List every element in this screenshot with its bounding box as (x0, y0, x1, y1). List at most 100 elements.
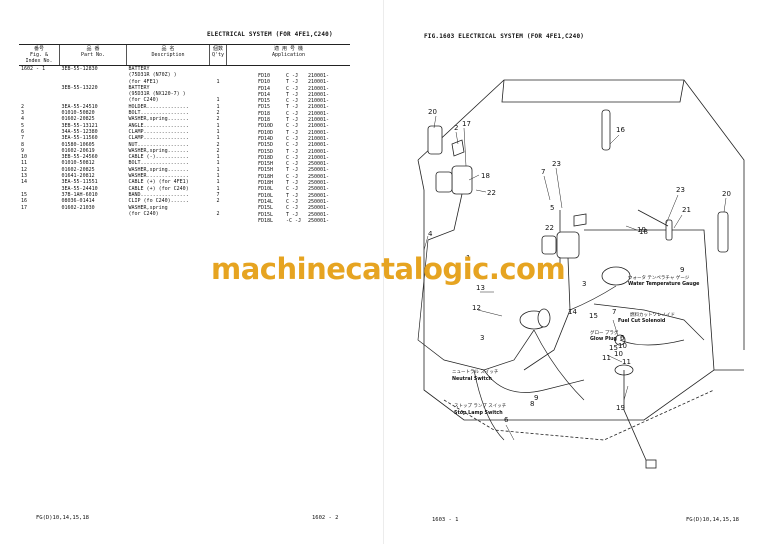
application-cell: -C -J (286, 217, 302, 224)
application-cell: T -J (286, 117, 299, 124)
application-cell: 250001- (308, 180, 330, 187)
cell-part: 01602-21030 (61, 204, 95, 211)
cell-qty (210, 66, 227, 73)
stop-lamp-switch-label-jp: ストップ ランプ スイッチ (454, 403, 507, 409)
application-cell: 250001- (308, 217, 330, 224)
callout-number: 23 (676, 186, 685, 194)
cell-part: 01602-20619 (61, 147, 95, 154)
page-spine (383, 0, 384, 544)
cell-desc: WASHER,spring....... (128, 166, 189, 173)
cell-index: 12 (21, 166, 28, 173)
application-cell: 210001- (308, 142, 330, 149)
cell-desc: NUT................. (128, 141, 189, 148)
application-cell: T -J (286, 79, 299, 86)
fuel-cut-solenoid-label: Fuel Cut Solenoid (618, 318, 666, 324)
cell-part: 3EB-55-12830 (61, 66, 98, 72)
cell-qty: 7 (216, 191, 220, 198)
cell-index: 13 (21, 173, 28, 180)
callout-number: 5 (550, 204, 554, 212)
application-cell: FD15L (258, 211, 274, 218)
application-cell: C -J (286, 85, 299, 92)
cell-desc: BATTERY (128, 66, 150, 72)
callout-number: 7 (612, 308, 616, 316)
application-cell: FD14 (258, 91, 271, 98)
application-cell: 210001- (308, 129, 330, 136)
application-cell: C -J (286, 186, 299, 193)
cell-index: 4 (21, 116, 25, 123)
application-cell: 250001- (308, 167, 330, 174)
application-cell: 250001- (308, 186, 330, 193)
watermark-text: machinecatalogic.com (211, 252, 566, 286)
application-cell: C -J (286, 110, 299, 117)
cell-index: 10 (21, 154, 28, 161)
cell-index: 2 (21, 103, 25, 110)
callout-number: 23 (552, 160, 561, 168)
application-cell: FD14D (258, 135, 274, 142)
callout-number: 10 (618, 342, 627, 350)
right-footer-code: FG(D)10,14,15,18 (686, 517, 739, 523)
cell-qty: 2 (216, 198, 220, 205)
callout-number: 7 (541, 168, 545, 176)
cell-desc: CABLE (+) (for C240) (128, 185, 189, 192)
table-row: (95D31R (NX120-7) ) (19, 91, 350, 97)
application-cell: 250001- (308, 161, 330, 168)
application-cell: FD10L (258, 186, 274, 193)
left-page-header: ELECTRICAL SYSTEM (FOR 4FE1,C240) (207, 31, 333, 38)
callout-number: 15 (609, 344, 618, 352)
cell-qty: 2 (216, 147, 220, 154)
application-cell: T -J (286, 129, 299, 136)
cell-part: 08036-01414 (61, 198, 95, 205)
callout-number: 13 (476, 284, 485, 292)
application-cell: 210001- (308, 73, 330, 79)
cell-part: 3EB-55-13220 (61, 84, 98, 91)
neutral-switch-label-jp: ニュートラル スイッチ (452, 369, 499, 375)
callout-number: 6 (620, 334, 625, 342)
application-cell: T -J (286, 180, 299, 187)
cell-desc: ANGLE............... (128, 122, 189, 129)
application-cell: 210001- (308, 154, 330, 161)
cell-qty: 1 (216, 135, 220, 142)
cell-desc: CABLE (-)........... (128, 154, 189, 161)
cell-desc: WASHER,spring....... (128, 147, 189, 154)
application-cell: FD18 (258, 117, 271, 124)
fuel-cut-solenoid-label-jp: 燃料カットソレノイド (630, 311, 675, 318)
cell-part: 3EA-55-24410 (61, 185, 98, 192)
left-lamp-group (427, 125, 473, 241)
callout-number: 20 (722, 190, 731, 198)
cell-qty: 1 (216, 185, 220, 192)
application-cell: T -J (286, 192, 299, 199)
callout-number: 2 (454, 124, 458, 132)
cell-qty: 1 (216, 103, 220, 110)
cell-part: 01602-20825 (61, 166, 95, 173)
application-cell: FD14 (258, 85, 271, 92)
neutral-switch-label: Neutral Switch (452, 376, 493, 382)
cell-qty: 1 (216, 179, 220, 186)
application-cell: FD14L (258, 198, 274, 205)
cell-qty: 2 (216, 116, 220, 123)
application-cell: 210001- (308, 148, 330, 155)
table-row: 3EA-55-24410 CABLE (+) (for C240) 1 (19, 186, 350, 192)
